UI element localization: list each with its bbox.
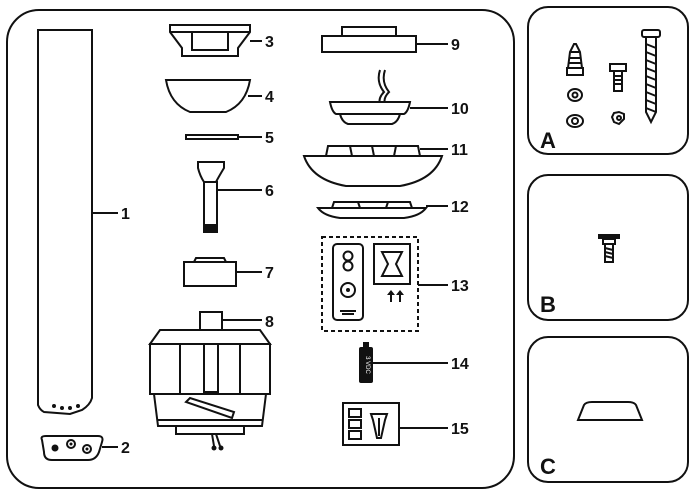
part-2-blade-bracket — [40, 435, 104, 461]
panel-b-frame — [527, 174, 689, 321]
part-11-light-bowl — [302, 145, 444, 187]
callout-4: 4 — [265, 89, 274, 106]
callout-10: 10 — [451, 101, 469, 118]
callout-12: 12 — [451, 199, 469, 216]
part-15-hardware-bag — [342, 402, 400, 446]
callout-14: 14 — [451, 356, 469, 373]
part-7-coupling-cover — [183, 257, 237, 287]
callout-11: 11 — [451, 142, 468, 159]
callout-13: 13 — [451, 278, 469, 295]
callout-9: 9 — [451, 37, 460, 54]
part-4-canopy — [164, 79, 252, 113]
part-3-mounting-bracket — [169, 24, 251, 57]
panel-a-hardware — [566, 29, 661, 128]
panel-label-c: C — [540, 454, 556, 479]
callout-2: 2 — [121, 440, 130, 457]
callout-15: 15 — [451, 421, 469, 438]
callout-3: 3 — [265, 34, 274, 51]
part-14-battery: 3 VDC — [359, 342, 373, 383]
panel-c-frame — [527, 336, 689, 483]
callout-1: 1 — [121, 206, 130, 223]
part-5-canopy-ring — [185, 134, 239, 140]
main-parts-frame — [6, 9, 515, 489]
part-10-switch-housing — [328, 69, 412, 125]
part-1-blade — [37, 29, 93, 416]
panel-a-frame — [527, 6, 689, 155]
callout-8: 8 — [265, 314, 274, 331]
callout-6: 6 — [265, 183, 274, 200]
panel-label-b: B — [540, 292, 556, 317]
panel-b-screw — [598, 234, 620, 263]
part-12-light-kit-plate — [315, 201, 429, 219]
part-8-motor-housing — [148, 311, 272, 451]
part-13-remote-kit — [321, 236, 419, 332]
part-9-ceiling-plate — [321, 26, 417, 53]
panel-c-cover-cap — [576, 401, 644, 421]
part-6-downrod — [197, 161, 225, 233]
panel-label-a: A — [540, 128, 556, 153]
callout-5: 5 — [265, 130, 274, 147]
callout-7: 7 — [265, 265, 274, 282]
battery-label: 3 VDC — [364, 356, 370, 374]
